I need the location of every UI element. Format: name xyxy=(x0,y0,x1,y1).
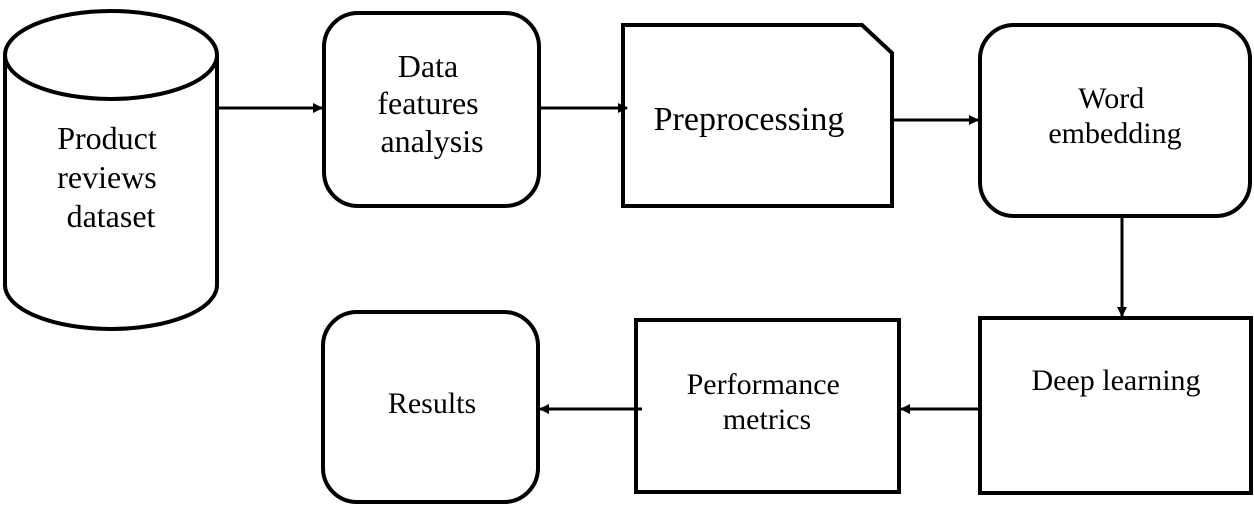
node-data-features-analysis: Data features analysis xyxy=(322,11,541,208)
node-deep-learning: Deep learning xyxy=(978,316,1253,495)
node-deep-learning-label: Deep learning xyxy=(1031,364,1200,397)
node-product-reviews-dataset-label: Product reviews dataset xyxy=(57,120,165,234)
node-word-embedding: Word embedding xyxy=(978,23,1252,218)
node-performance-metrics: Performance metrics xyxy=(634,318,901,494)
node-data-features-analysis-label: Data features analysis xyxy=(377,48,486,159)
node-results-label: Results xyxy=(388,387,476,420)
node-results: Results xyxy=(321,310,540,504)
node-product-reviews-dataset: Product reviews dataset xyxy=(3,9,219,331)
node-performance-metrics-label: Performance metrics xyxy=(687,368,848,436)
node-word-embedding-label: Word embedding xyxy=(1048,82,1181,150)
node-preprocessing-label: Preprocessing xyxy=(654,101,845,138)
node-preprocessing: Preprocessing xyxy=(621,23,894,208)
